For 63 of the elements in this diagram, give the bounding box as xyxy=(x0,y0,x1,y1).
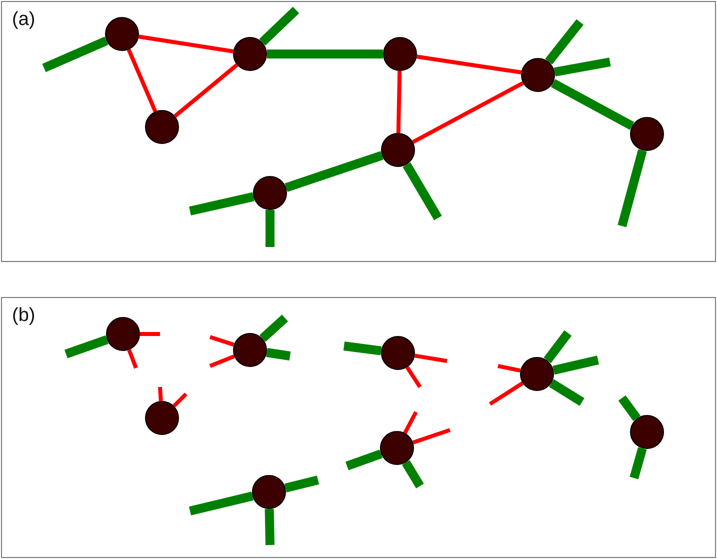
connector-line xyxy=(259,314,288,342)
connector-line xyxy=(544,330,572,364)
connector-line xyxy=(266,348,291,360)
connector-line xyxy=(126,48,158,112)
node-circle xyxy=(520,58,554,92)
node-circle xyxy=(382,36,416,70)
connector-line xyxy=(545,19,584,64)
connector-line xyxy=(549,379,584,406)
connector-line xyxy=(412,428,451,444)
connector-line xyxy=(209,354,235,368)
connector-line xyxy=(188,492,254,516)
panel-label: (a) xyxy=(12,9,36,31)
node-circle xyxy=(144,400,178,434)
connector-line xyxy=(403,411,418,434)
connector-line xyxy=(618,149,647,228)
connector-line xyxy=(158,386,163,402)
connector-line xyxy=(284,151,384,192)
connector-line xyxy=(630,447,647,480)
connector-line xyxy=(266,210,274,247)
node-circle xyxy=(144,110,178,144)
node-circle xyxy=(252,176,286,210)
node-circle xyxy=(106,316,140,350)
connector-line xyxy=(140,332,160,336)
panel-frame xyxy=(1,297,716,558)
node-circle xyxy=(380,132,414,166)
node-circle xyxy=(232,36,266,70)
connector-line xyxy=(138,34,234,54)
connector-line xyxy=(402,162,442,220)
node-circle xyxy=(380,336,414,370)
connector-line xyxy=(343,342,382,356)
panel-label: (b) xyxy=(12,305,36,327)
connector-line xyxy=(416,54,522,74)
connector-line xyxy=(267,50,383,58)
connector-line xyxy=(345,450,383,470)
connector-line xyxy=(64,335,108,358)
connector-line xyxy=(209,335,234,347)
node-circle xyxy=(520,356,554,390)
connector-line xyxy=(42,36,108,72)
connector-line xyxy=(127,349,138,369)
connector-line xyxy=(414,354,448,363)
connector-line xyxy=(396,70,402,134)
connector-line xyxy=(618,395,641,421)
connector-line xyxy=(552,356,600,375)
connector-line xyxy=(264,508,274,546)
node-circle xyxy=(630,414,664,448)
node-circle xyxy=(232,332,266,366)
connector-line xyxy=(488,381,524,406)
connector-line xyxy=(174,63,238,118)
connector-line xyxy=(172,392,188,408)
node-circle xyxy=(630,116,664,150)
panel-frame xyxy=(1,1,716,262)
connector-line xyxy=(406,366,422,388)
connector-line xyxy=(498,364,521,373)
connector-line xyxy=(554,58,611,76)
node-circle xyxy=(252,474,286,508)
connector-line xyxy=(550,79,634,130)
connector-line xyxy=(284,476,320,492)
connector-line xyxy=(189,192,254,216)
node-circle xyxy=(380,430,414,464)
connector-line xyxy=(412,81,524,144)
node-circle xyxy=(104,16,138,50)
connector-line xyxy=(259,6,300,46)
connector-line xyxy=(402,460,424,488)
